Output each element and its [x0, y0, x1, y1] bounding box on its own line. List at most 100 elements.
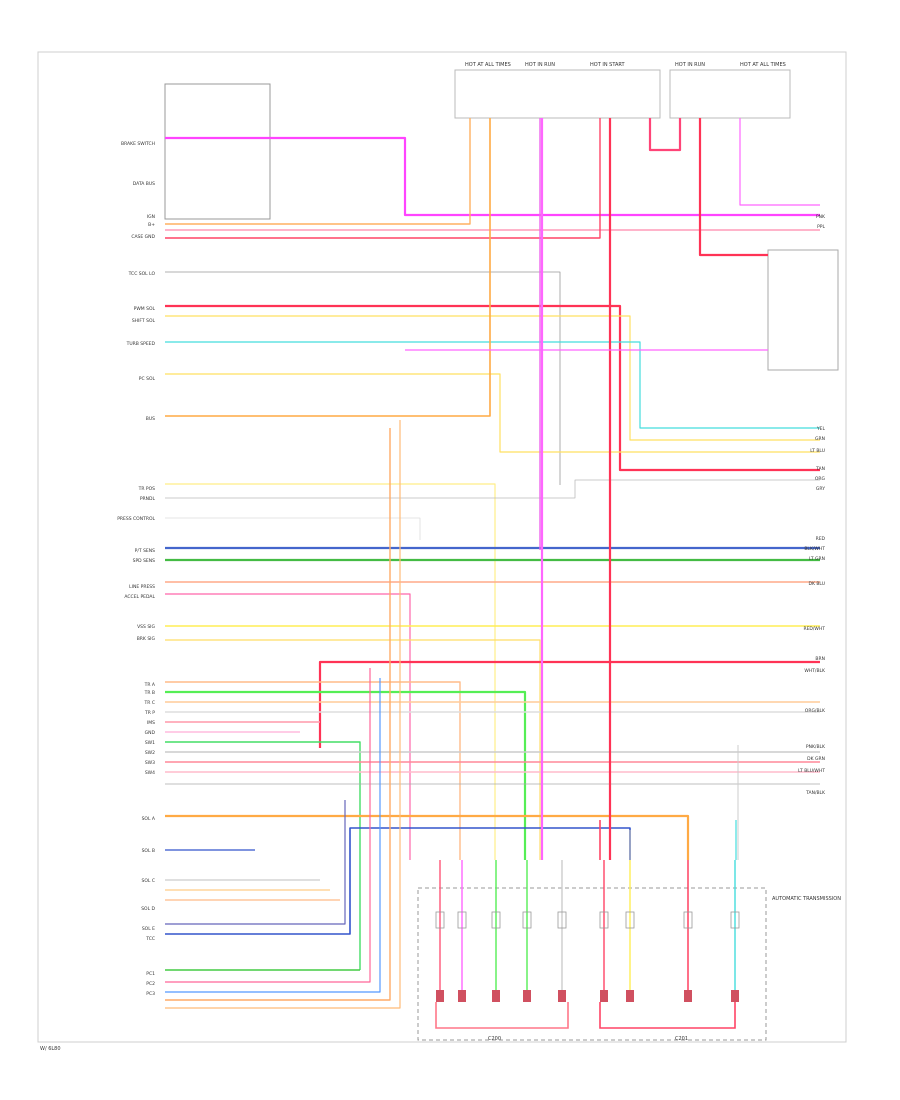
wire	[165, 800, 346, 925]
solenoid-coil	[599, 911, 609, 929]
fuse-block-box-2	[669, 69, 791, 119]
left-label: PRNDL	[140, 496, 156, 502]
left-label: GND	[145, 730, 156, 736]
wire	[165, 639, 541, 860]
solenoid-coil	[491, 911, 501, 929]
left-label: CASE GND	[131, 234, 155, 240]
top-label: HOT IN START	[590, 62, 626, 68]
wire	[739, 118, 820, 206]
left-label: SOL C	[142, 878, 155, 884]
right-label: ORG/BLK	[805, 708, 826, 714]
left-label: TR P	[144, 710, 155, 716]
wire	[165, 668, 371, 983]
left-label: SPD SENS	[133, 558, 156, 564]
left-label: TR A	[144, 682, 156, 688]
footer-label: W/ 6L80	[40, 1046, 61, 1052]
solenoid-coil	[730, 911, 740, 929]
left-label: SOL B	[142, 848, 155, 854]
top-label: HOT IN RUN	[525, 62, 555, 68]
wire	[165, 741, 361, 970]
solenoid-coil	[435, 911, 445, 929]
connector-pin	[731, 990, 739, 1002]
left-label: ACCEL PEDAL	[124, 594, 155, 600]
wire	[165, 517, 421, 540]
wire	[165, 136, 820, 217]
right-label: LT BLU	[810, 448, 825, 454]
wire	[165, 690, 527, 860]
wire	[165, 118, 471, 225]
left-label: BUS	[146, 416, 155, 422]
connector-pin	[436, 990, 444, 1002]
left-label: TR B	[144, 690, 155, 696]
wire	[165, 483, 496, 860]
left-label: B+	[148, 222, 155, 228]
left-label: TURB SPEED	[126, 341, 156, 347]
left-label: TR C	[144, 700, 155, 706]
left-label: P/T SENS	[135, 548, 155, 554]
right-label: PNK	[816, 214, 826, 220]
left-label: PC2	[146, 981, 155, 987]
solenoid-coil	[557, 911, 567, 929]
wire	[165, 681, 461, 860]
left-label: TCC SOL LO	[128, 271, 156, 277]
connector-pin	[492, 990, 500, 1002]
right-label: ORG	[815, 476, 826, 482]
wire	[318, 660, 820, 748]
left-label: LINE PRESS	[129, 584, 155, 590]
transmission-label: AUTOMATIC TRANSMISSION	[772, 896, 841, 902]
wire	[165, 593, 411, 860]
solenoid-coil	[683, 911, 693, 929]
left-label: PC SOL	[139, 376, 156, 382]
right-label: GRN	[815, 436, 825, 442]
left-label: PRESS CONTROL	[117, 516, 155, 522]
left-label: PWM SOL	[134, 306, 156, 312]
wire	[165, 315, 820, 441]
right-label: GRY	[816, 486, 825, 492]
left-label: IMS	[147, 720, 155, 726]
wire	[165, 479, 820, 499]
wire	[165, 118, 491, 417]
left-label: PC1	[146, 971, 155, 977]
right-label: BRN	[815, 656, 825, 662]
diagram-frame	[37, 51, 847, 1043]
wire	[165, 678, 381, 993]
right-label: TAN	[815, 466, 825, 472]
right-label: YEL	[816, 426, 826, 432]
left-label: BRK SIG	[137, 636, 156, 642]
right-label: BLK/WHT	[804, 546, 825, 552]
solenoid-coil	[457, 911, 467, 929]
left-label: PC3	[146, 991, 155, 997]
left-label: SOL A	[142, 816, 156, 822]
right-label: LT GRN	[809, 556, 825, 562]
ground-wire	[435, 1002, 569, 1029]
connector-pin	[684, 990, 692, 1002]
wire	[648, 118, 682, 152]
fuse-block-box	[454, 69, 661, 119]
left-label: IGN	[147, 214, 155, 220]
right-label: LT BLU/WHT	[798, 768, 825, 774]
left-label: VSS SIG	[137, 624, 155, 630]
wire	[165, 827, 631, 935]
wire-group	[165, 118, 820, 1009]
right-label: DK GRN	[807, 756, 825, 762]
top-label: HOT IN RUN	[675, 62, 705, 68]
connector-label: C201	[675, 1036, 688, 1042]
left-label: SOL E	[142, 926, 155, 932]
left-label: SW4	[145, 770, 155, 776]
wire	[165, 814, 690, 860]
left-label: TR POS	[138, 486, 156, 492]
connector-label: C200	[488, 1036, 501, 1042]
transmission-box	[417, 887, 767, 1041]
left-label: SHIFT SOL	[132, 318, 156, 324]
wire	[165, 373, 820, 453]
connector-pin	[626, 990, 634, 1002]
wire	[165, 304, 820, 472]
right-label: RED/WHT	[803, 626, 825, 632]
wire	[165, 428, 391, 1001]
left-label: SW3	[145, 760, 155, 766]
connector-pin	[523, 990, 531, 1002]
wire	[165, 420, 401, 1009]
solenoid-coil	[625, 911, 635, 929]
